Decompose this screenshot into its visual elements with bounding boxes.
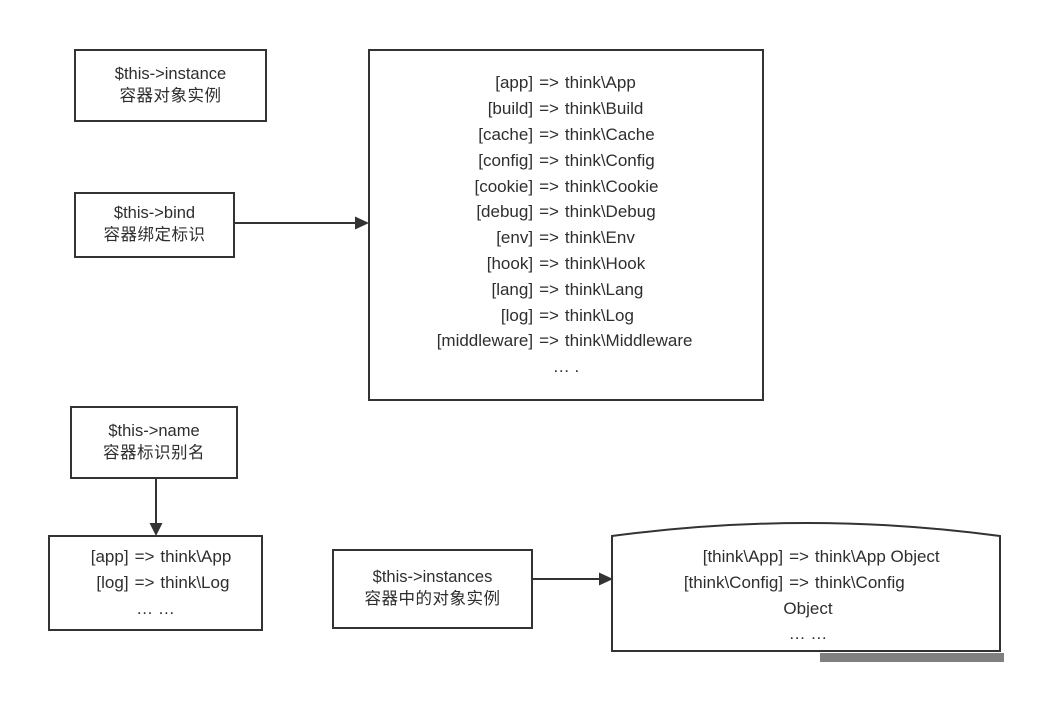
node-name-code: $this->name [108, 421, 200, 440]
list-item-key: [app] [495, 73, 534, 93]
node-instances-code: $this->instances [372, 568, 493, 587]
list-item-value: think\Middleware [564, 331, 693, 351]
list-item: [debug]=>think\Debug [415, 199, 717, 225]
bind-list-box: [app]=>think\App[build]=>think\Build[cac… [368, 49, 764, 401]
node-this-bind[interactable]: $this->bind 容器绑定标识 [74, 192, 235, 258]
list-item-value: think\App [564, 73, 636, 93]
name-list-trailing: … … [136, 599, 175, 619]
list-item-arrow: => [539, 73, 559, 93]
bind-list-rows: [app]=>think\App[build]=>think\Build[cac… [415, 70, 717, 354]
list-item-value: think\Log [160, 573, 230, 593]
list-item-arrow: => [789, 547, 809, 566]
list-item: [app]=>think\App [415, 70, 717, 96]
list-item: [cookie]=>think\Cookie [415, 174, 717, 200]
connector-instances-to-doc [531, 566, 617, 592]
list-item-arrow: => [539, 279, 559, 299]
name-list-box: [app]=>think\App[log]=>think\Log … … [48, 535, 263, 631]
list-item-arrow: => [134, 547, 155, 567]
instances-list-trailing: … … [788, 624, 828, 644]
list-item-arrow: => [539, 150, 559, 170]
list-item-arrow: => [539, 331, 559, 351]
list-item-arrow: => [539, 124, 559, 144]
list-item-value: think\Cookie [564, 176, 659, 196]
instances-wrapped-line: Object [783, 598, 833, 618]
list-item-value: think\Cache [564, 124, 655, 144]
node-instance-cn: 容器对象实例 [119, 86, 222, 105]
list-item: [think\Config]=>think\Config [641, 570, 975, 596]
list-item: [app]=>think\App [67, 544, 245, 570]
list-item: [config]=>think\Config [415, 148, 717, 174]
list-item-key: [think\Config] [683, 572, 784, 592]
list-item-value: think\Hook [564, 253, 646, 273]
instances-doc-box: [think\App] => think\App Object [think\Conf… [608, 510, 1008, 670]
list-item: [lang]=>think\Lang [415, 277, 717, 303]
list-item-value: think\Config [814, 572, 905, 592]
list-item-key: [log] [96, 573, 129, 593]
list-item-key: [lang] [491, 279, 534, 299]
list-item-value: think\App Object [814, 547, 940, 566]
node-name-cn: 容器标识别名 [103, 443, 205, 462]
list-item: [build]=>think\Build [415, 96, 717, 122]
list-item-value: think\Env [564, 228, 635, 248]
list-item-key: [middleware] [436, 331, 534, 351]
node-instance-code: $this->instance [114, 64, 227, 83]
list-item-value: think\Build [564, 99, 644, 119]
list-item: [env]=>think\Env [415, 225, 717, 251]
list-item: [log]=>think\Log [415, 303, 717, 329]
list-item-key: [env] [496, 228, 534, 248]
list-item-value: think\Debug [564, 202, 656, 222]
instances-doc-shape [611, 522, 1004, 662]
list-item: [log]=>think\Log [67, 570, 245, 596]
list-item-key: [build] [487, 99, 534, 119]
list-item-key: [cookie] [474, 176, 534, 196]
node-this-name[interactable]: $this->name 容器标识别名 [70, 406, 238, 479]
doc-drop-shadow [820, 653, 1004, 662]
name-list-rows: [app]=>think\App[log]=>think\Log [67, 544, 245, 596]
list-item-key: [debug] [476, 202, 534, 222]
list-item-value: think\App [160, 547, 232, 567]
connector-bind-to-bindlist [233, 210, 373, 236]
list-item-key: [hook] [486, 253, 534, 273]
list-item-arrow: => [539, 305, 559, 325]
list-item-arrow: => [539, 176, 559, 196]
list-item-key: [think\App] [702, 547, 784, 566]
list-item-value: think\Log [564, 305, 634, 325]
list-item-arrow: => [539, 253, 559, 273]
list-item-arrow: => [539, 228, 559, 248]
bind-list-trailing: … . [552, 357, 580, 377]
list-item-arrow: => [134, 573, 155, 593]
list-item-arrow: => [539, 99, 559, 119]
list-item-value: think\Lang [564, 279, 644, 299]
list-item-arrow: => [789, 572, 809, 592]
list-item-arrow: => [539, 202, 559, 222]
list-item-key: [log] [500, 305, 534, 325]
list-item-key: [config] [478, 150, 534, 170]
list-item: [cache]=>think\Cache [415, 122, 717, 148]
instances-doc-text: [think\App] => think\App Object [think\Conf… [616, 538, 1000, 648]
list-item-value: think\Config [564, 150, 655, 170]
list-item: [middleware]=>think\Middleware [415, 328, 717, 354]
node-bind-code: $this->bind [113, 204, 196, 223]
instances-list-rows: [think\App] => think\App Object [think\Conf… [641, 544, 975, 596]
list-item: [think\App] => think\App Object [641, 544, 975, 570]
node-this-instance[interactable]: $this->instance 容器对象实例 [74, 49, 267, 122]
node-this-instances[interactable]: $this->instances 容器中的对象实例 [332, 549, 533, 629]
node-bind-cn: 容器绑定标识 [103, 226, 206, 244]
list-item-key: [cache] [478, 124, 534, 144]
connector-name-to-namelist [143, 477, 169, 539]
node-instances-cn: 容器中的对象实例 [364, 590, 501, 608]
list-item-key: [app] [90, 547, 129, 567]
list-item: [hook]=>think\Hook [415, 251, 717, 277]
